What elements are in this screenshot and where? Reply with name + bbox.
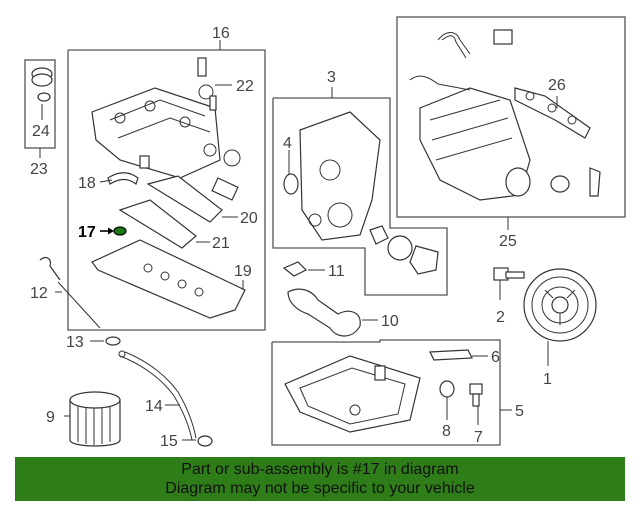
callout-13: 13 [66, 334, 84, 351]
timing-cover-group-frame [272, 97, 448, 296]
callout-15: 15 [160, 433, 178, 450]
oil-pan [284, 355, 421, 433]
timing-chain-cover [283, 111, 381, 241]
banner-line-2: Diagram may not be specific to your vehi… [165, 480, 475, 497]
leader-lines [39, 40, 558, 441]
callout-8: 8 [442, 423, 451, 440]
callout-10: 10 [381, 313, 399, 330]
intake-manifold-group-frame [396, 16, 626, 218]
o-ring-13 [105, 336, 121, 346]
callout-1: 1 [543, 371, 552, 388]
info-banner: Part or sub-assembly is #17 in diagram D… [15, 457, 625, 501]
callout-19: 19 [234, 263, 252, 280]
callout-4: 4 [283, 135, 292, 152]
oil-dipstick [39, 256, 101, 329]
callout-14: 14 [145, 398, 163, 415]
breather-hose [107, 172, 139, 185]
oil-pan-group-frame [271, 339, 501, 446]
callout-9: 9 [46, 409, 55, 426]
callout-25: 25 [499, 233, 517, 250]
callout-24: 24 [32, 123, 50, 140]
part-17-arrow [100, 227, 114, 235]
water-pump-parts [369, 225, 439, 275]
valve-cover [91, 87, 241, 179]
part-17-seal [113, 226, 127, 236]
baffle-plate-21 [118, 199, 197, 249]
valve-cover-group-frame [67, 49, 266, 331]
callout-16: 16 [212, 25, 230, 42]
drain-washer-8 [439, 380, 455, 398]
oil-pickup-10 [287, 288, 361, 337]
vacuum-hose [409, 29, 513, 91]
pulley-bolt [493, 267, 525, 281]
oil-filler-cap [31, 67, 53, 120]
callout-3: 3 [327, 69, 336, 86]
callout-2: 2 [496, 309, 505, 326]
gasket-11 [282, 261, 308, 277]
crankshaft-pulley [523, 268, 597, 342]
callout-12: 12 [30, 285, 48, 302]
valve-cover-gasket [91, 239, 246, 319]
callout-11: 11 [328, 263, 345, 280]
callout-22: 22 [236, 78, 254, 95]
oil-control-valve [211, 177, 239, 201]
callout-5: 5 [515, 403, 524, 420]
callout-26: 26 [548, 77, 566, 94]
callout-7: 7 [474, 429, 483, 446]
callout-23: 23 [30, 161, 48, 178]
callout-18: 18 [78, 175, 96, 192]
baffle-plate-20 [146, 175, 223, 223]
intake-manifold [419, 87, 601, 201]
callout-20: 20 [240, 210, 258, 227]
intake-gasket-26 [514, 87, 591, 139]
oil-pan-gasket-6 [429, 349, 473, 361]
callout-6: 6 [491, 349, 500, 366]
drain-plug-7 [469, 383, 483, 407]
oil-filter [69, 391, 121, 447]
o-ring-15 [197, 435, 213, 447]
pcv-fitting [197, 57, 217, 111]
callout-17: 17 [78, 224, 96, 241]
dipstick-tube [118, 350, 197, 441]
callout-21: 21 [212, 235, 230, 252]
banner-line-1: Part or sub-assembly is #17 in diagram [181, 461, 459, 478]
